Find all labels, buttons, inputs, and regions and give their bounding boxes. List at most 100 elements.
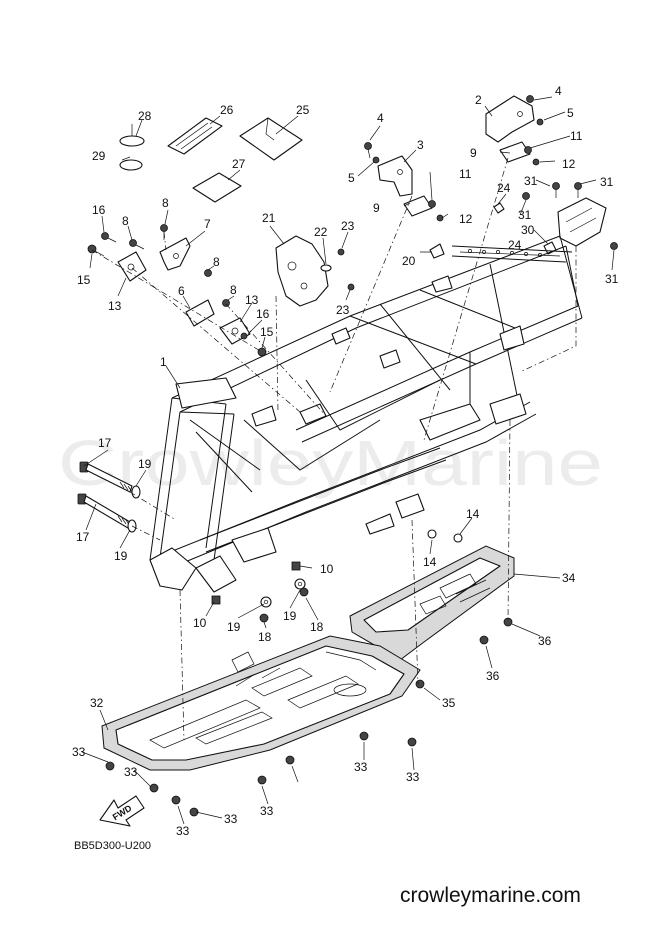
callout-labels: 1 2 3 4 4 5 5 6 7 8 8 8 8 9 9 10 10 11 1… (72, 84, 619, 838)
part-19-washer (294, 578, 306, 590)
fwd-arrow: FWD (99, 795, 145, 827)
callout-26: 26 (220, 103, 234, 117)
part-36-bolt (479, 635, 489, 645)
part-31-bolt (522, 192, 530, 200)
part-17-bolt (77, 493, 131, 529)
part-19-washer (260, 596, 272, 608)
part-10-nut (211, 595, 221, 605)
callout-16: 16 (256, 307, 270, 321)
callout-3: 3 (417, 138, 424, 152)
part-18-nut (259, 613, 269, 623)
callout-28: 28 (138, 109, 152, 123)
callout-4: 4 (377, 111, 384, 125)
part-5-bolt (536, 118, 544, 126)
callout-33: 33 (406, 770, 420, 784)
callout-19: 19 (138, 457, 152, 471)
callout-8: 8 (122, 214, 129, 228)
callout-8: 8 (230, 283, 237, 297)
callout-5: 5 (567, 106, 574, 120)
part-5-bolt (372, 156, 380, 164)
part-33-bolt (407, 737, 417, 747)
callout-24: 24 (497, 181, 511, 195)
part-33-bolt (189, 807, 199, 817)
part-22-washer (320, 264, 332, 272)
part-23-bolt (347, 283, 355, 291)
part-3-bracket (377, 155, 413, 197)
part-14-washer (453, 533, 463, 543)
callout-19: 19 (283, 609, 297, 623)
part-23-bolt (337, 248, 345, 256)
callout-12: 12 (459, 212, 473, 226)
part-30-bracket (557, 197, 607, 247)
callout-2: 2 (475, 93, 482, 107)
part-9-clamp (499, 141, 531, 163)
callout-35: 35 (442, 696, 456, 710)
callout-8: 8 (213, 255, 220, 269)
part-11-bolt (524, 146, 532, 154)
part-11-bolt (428, 200, 436, 208)
part-19-washer (131, 485, 141, 499)
part-13-bracket (117, 251, 147, 282)
callout-17: 17 (76, 530, 90, 544)
callout-14: 14 (466, 507, 480, 521)
callout-29: 29 (92, 149, 106, 163)
part-31-bolt (552, 182, 560, 198)
callout-36: 36 (538, 634, 552, 648)
callout-9: 9 (373, 201, 380, 215)
callout-23: 23 (336, 303, 350, 317)
callout-18: 18 (310, 620, 324, 634)
callout-13: 13 (108, 299, 122, 313)
part-34-skid-plate (349, 545, 515, 661)
callout-20: 20 (402, 254, 416, 268)
callout-36: 36 (486, 669, 500, 683)
part-29-ring (119, 159, 143, 171)
callout-11: 11 (459, 167, 472, 181)
callout-6: 6 (178, 284, 185, 298)
part-12-nut (436, 214, 444, 222)
part-35-bolt (415, 679, 425, 689)
callout-33: 33 (176, 824, 190, 838)
callout-4: 4 (555, 84, 562, 98)
callout-15: 15 (77, 273, 91, 287)
callout-33: 33 (72, 745, 86, 759)
part-6-bracket (185, 299, 215, 327)
part-14-washer (427, 529, 437, 539)
callout-30: 30 (521, 223, 535, 237)
callout-17: 17 (98, 436, 112, 450)
callout-19: 19 (114, 549, 128, 563)
part-27-plate (192, 172, 242, 203)
callout-25: 25 (296, 103, 310, 117)
part-8-bolt (222, 299, 230, 307)
part-8-bolt (129, 239, 145, 250)
part-12-nut (532, 158, 540, 166)
part-25-label-sheet (239, 117, 303, 161)
main-frame-1 (149, 235, 583, 593)
watermark: CrowleyMarine (58, 427, 603, 499)
part-32-skid-plate (101, 635, 421, 771)
part-4-bolt (364, 142, 372, 159)
part-31-bolt (574, 182, 582, 198)
part-4-bolt (526, 95, 534, 103)
callout-19: 19 (227, 620, 241, 634)
callout-11: 11 (570, 129, 583, 143)
callout-5: 5 (348, 171, 355, 185)
part-18-nut (299, 587, 309, 597)
part-33-bolt (285, 755, 295, 765)
part-8-bolt (204, 269, 212, 277)
part-33-bolt (149, 783, 159, 793)
callout-31: 31 (605, 272, 619, 286)
callout-33: 33 (224, 812, 238, 826)
part-2-bracket (485, 95, 535, 143)
callout-7: 7 (204, 217, 211, 231)
callout-15: 15 (260, 325, 274, 339)
part-8-bolt (160, 224, 168, 240)
part-33-bolt (359, 731, 369, 741)
callout-24: 24 (508, 238, 522, 252)
callout-22: 22 (314, 225, 328, 239)
part-26-bracket (167, 117, 223, 155)
callout-23: 23 (341, 219, 355, 233)
callout-14: 14 (423, 555, 437, 569)
callout-1: 1 (160, 355, 167, 369)
part-7-bracket (159, 237, 191, 271)
callout-8: 8 (162, 196, 169, 210)
